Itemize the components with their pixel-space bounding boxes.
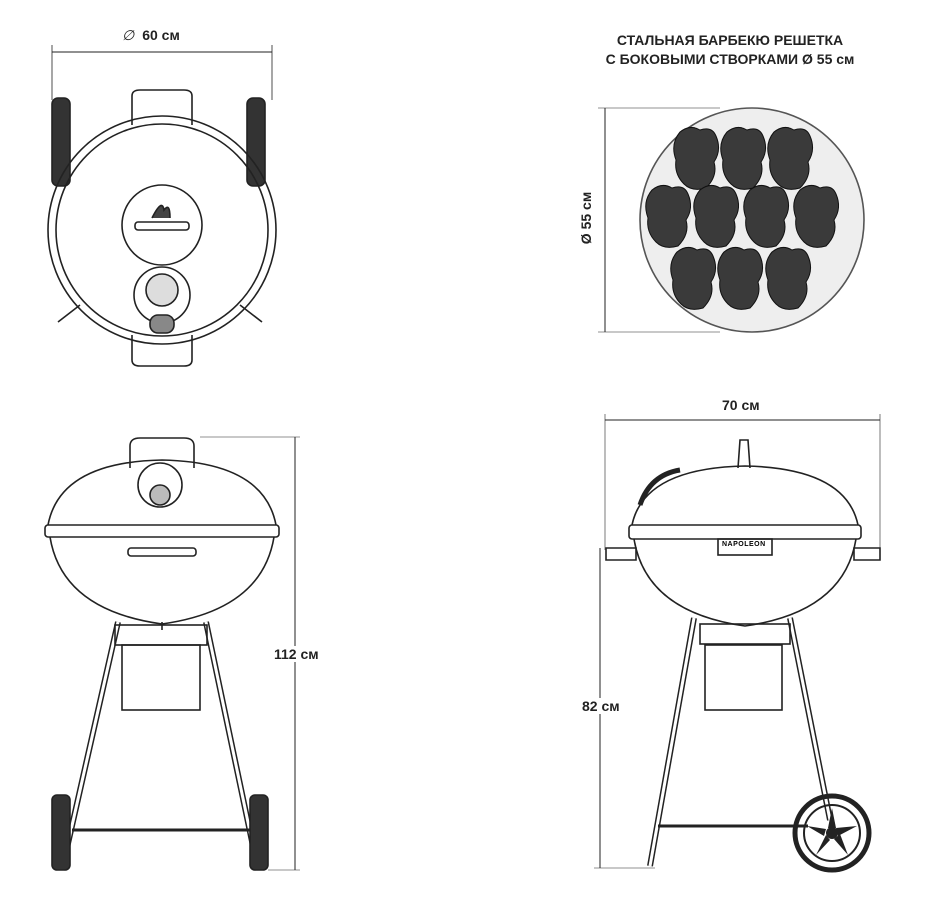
front-bowl — [49, 536, 275, 625]
side-height-label: 82 см — [582, 698, 620, 714]
meat-piece — [670, 246, 717, 310]
side-lid — [631, 465, 859, 526]
front-height-label: 112 см — [274, 646, 319, 662]
kettle-outline — [47, 115, 277, 345]
front-lid-handle — [129, 437, 195, 468]
meat-piece — [673, 126, 720, 190]
thermometer-badge — [121, 184, 203, 266]
side-view — [594, 414, 881, 873]
wheel-right — [246, 97, 266, 187]
meat-piece — [743, 184, 790, 248]
meat-piece — [720, 126, 767, 190]
wheel — [792, 793, 872, 873]
front-lid — [47, 459, 277, 526]
meat-piece — [793, 184, 840, 248]
napoleon-logo: NAPOLEON — [722, 541, 766, 548]
side-width-label: 70 см — [722, 397, 760, 413]
side-bowl — [633, 538, 857, 627]
lid-handle-top — [131, 89, 193, 125]
grate-dimension-label: Ø 55 см — [578, 191, 595, 245]
lid-handle-bottom — [131, 335, 193, 367]
meat-piece — [693, 184, 740, 248]
ash-catcher — [121, 644, 201, 711]
meat-piece — [645, 184, 692, 248]
top-view-dimension: ∅60 см — [122, 27, 180, 43]
meat-piece — [717, 246, 764, 310]
front-view — [44, 436, 300, 871]
meat-piece — [765, 246, 812, 310]
top-view — [47, 45, 277, 367]
side-ash-catcher — [704, 644, 783, 711]
grate-view — [598, 107, 865, 333]
wheel-left — [51, 97, 71, 187]
meat-piece — [767, 126, 814, 190]
